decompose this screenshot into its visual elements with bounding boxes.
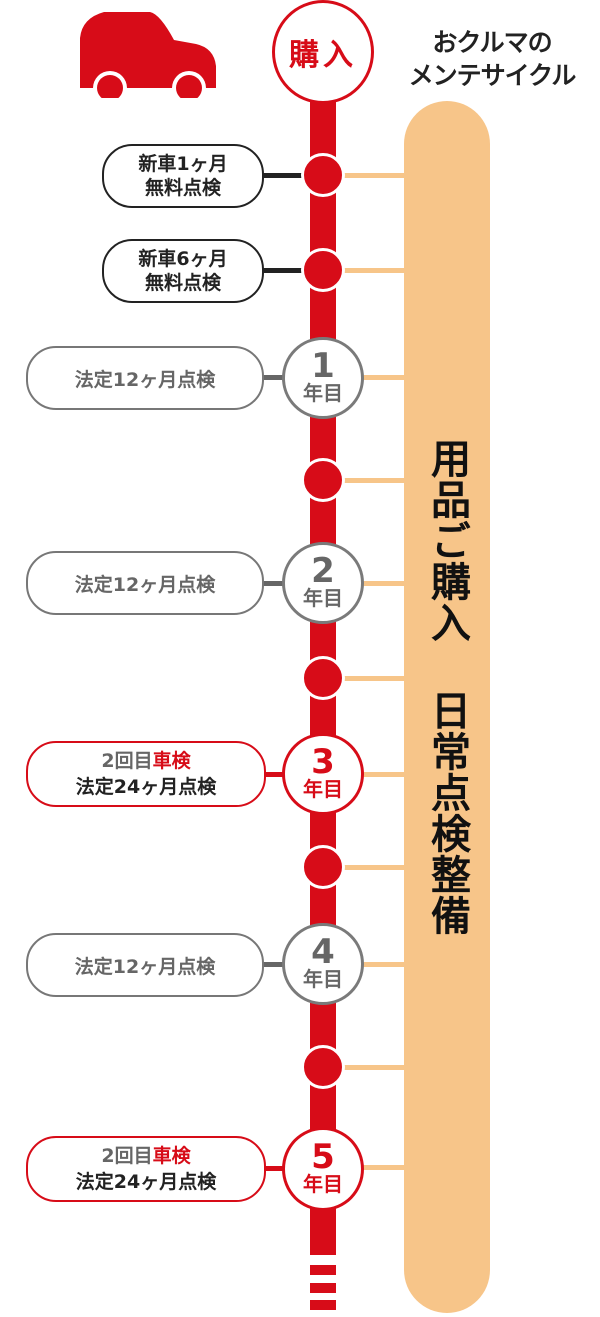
milestone-label-1-month: 新車1ヶ月 無料点検 <box>102 144 264 208</box>
milestone-dot <box>301 248 345 292</box>
orange-connector <box>362 962 406 967</box>
purchase-label: 購入 <box>289 38 357 73</box>
orange-connector <box>362 581 406 586</box>
year-4-circle: 4 年目 <box>282 923 364 1005</box>
black-connector <box>263 173 303 178</box>
year-number: 5 <box>311 1137 335 1177</box>
milestone-dot <box>301 458 345 502</box>
orange-connector <box>340 478 406 483</box>
milestone-dot <box>301 153 345 197</box>
gray-connector <box>263 581 285 586</box>
milestone-dot <box>301 656 345 700</box>
gray-connector <box>263 375 285 380</box>
timeline-continuation-dash <box>310 1265 336 1275</box>
year-2-circle: 2 年目 <box>282 542 364 624</box>
orange-connector <box>362 772 406 777</box>
label-line-1: 新車6ヶ月 <box>138 248 228 270</box>
purchase-circle: 購入 <box>272 0 374 104</box>
milestone-label-6-month: 新車6ヶ月 無料点検 <box>102 239 264 303</box>
label-line-1: 2回目車検 <box>101 1143 190 1169</box>
timeline-continuation-dash <box>310 1283 336 1293</box>
daily-maintenance-bar <box>404 101 490 1313</box>
label-line-2: 無料点検 <box>144 177 221 199</box>
label-text: 法定12ヶ月点検 <box>74 368 216 391</box>
label-highlight: 車検 <box>152 1145 191 1167</box>
orange-connector <box>340 1065 406 1070</box>
year-suffix: 年目 <box>303 777 343 801</box>
milestone-label-year-1: 法定12ヶ月点検 <box>26 346 264 410</box>
year-suffix: 年目 <box>303 1172 343 1196</box>
daily-maintenance-label: 用品ご購入 日常点検整備 <box>424 438 470 936</box>
label-line-1: 2回目車検 <box>101 748 190 774</box>
label-prefix: 2回目 <box>101 1145 153 1167</box>
label-line-2: 法定24ヶ月点検 <box>75 1171 217 1193</box>
label-line-2: 法定24ヶ月点検 <box>75 776 217 798</box>
milestone-label-year-2: 法定12ヶ月点検 <box>26 551 264 615</box>
year-number: 3 <box>311 742 335 782</box>
milestone-label-year-4: 法定12ヶ月点検 <box>26 933 264 997</box>
page-title: おクルマの メンテサイクル <box>392 26 592 92</box>
orange-connector <box>340 268 406 273</box>
car-icon <box>80 12 216 98</box>
year-suffix: 年目 <box>303 381 343 405</box>
timeline-continuation-dash <box>310 1300 336 1310</box>
label-highlight: 車検 <box>152 750 191 772</box>
year-number: 2 <box>311 551 335 591</box>
year-number: 4 <box>311 932 335 972</box>
title-line-2: メンテサイクル <box>408 61 577 90</box>
orange-connector <box>340 676 406 681</box>
year-5-circle: 5 年目 <box>282 1127 364 1211</box>
milestone-label-year-5: 2回目車検 法定24ヶ月点検 <box>26 1136 266 1202</box>
orange-connector <box>340 865 406 870</box>
year-3-circle: 3 年目 <box>282 733 364 815</box>
year-suffix: 年目 <box>303 586 343 610</box>
orange-connector <box>340 173 406 178</box>
black-connector <box>263 268 303 273</box>
label-line-1: 新車1ヶ月 <box>138 153 228 175</box>
orange-connector <box>362 375 406 380</box>
label-line-2: 無料点検 <box>144 272 221 294</box>
milestone-dot <box>301 845 345 889</box>
gray-connector <box>263 962 285 967</box>
orange-connector <box>362 1165 406 1170</box>
milestone-dot <box>301 1045 345 1089</box>
label-prefix: 2回目 <box>101 750 153 772</box>
label-text: 法定12ヶ月点検 <box>74 573 216 596</box>
milestone-label-year-3: 2回目車検 法定24ヶ月点検 <box>26 741 266 807</box>
red-connector <box>265 1166 285 1171</box>
red-connector <box>265 772 285 777</box>
year-number: 1 <box>311 346 335 386</box>
year-suffix: 年目 <box>303 967 343 991</box>
title-line-1: おクルマの <box>432 28 552 57</box>
year-1-circle: 1 年目 <box>282 337 364 419</box>
label-text: 法定12ヶ月点検 <box>74 955 216 978</box>
